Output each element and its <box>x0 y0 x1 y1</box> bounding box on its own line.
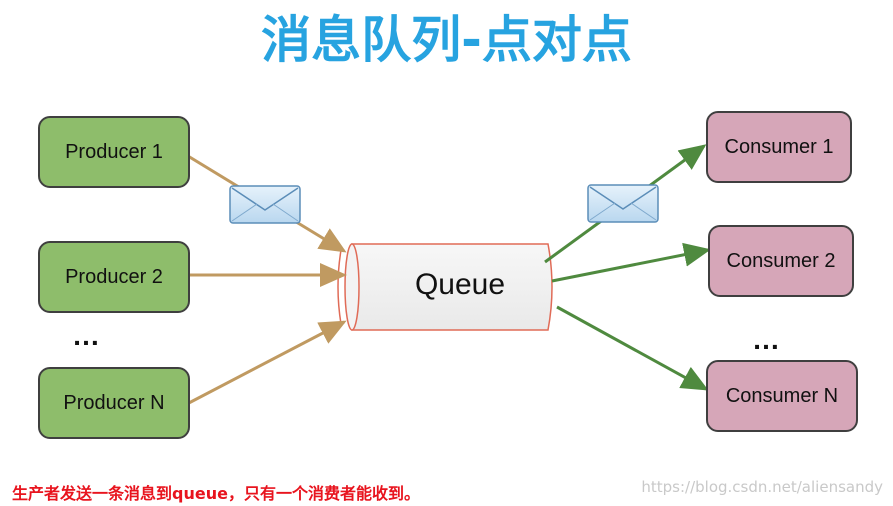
queue-label: Queue <box>414 268 506 301</box>
queue-cylinder <box>337 243 553 331</box>
consumer-2-node: Consumer 2 <box>708 225 854 297</box>
producer-2-node: Producer 2 <box>38 241 190 313</box>
consumer-n-node: Consumer N <box>706 360 858 432</box>
consumer-1-node: Consumer 1 <box>706 111 852 183</box>
producer-n-arrow <box>184 320 347 407</box>
watermark-text: https://blog.csdn.net/aliensandy <box>641 478 883 496</box>
consumer-ellipsis: … <box>752 324 788 355</box>
consumer-n-arrow <box>556 305 709 391</box>
producer-ellipsis: … <box>72 320 108 351</box>
producer-n-node: Producer N <box>38 367 190 439</box>
envelope-icon <box>229 185 301 224</box>
envelope-icon <box>587 184 659 223</box>
consumer-2-arrow <box>551 242 711 283</box>
producer-1-node: Producer 1 <box>38 116 190 188</box>
caption-text: 生产者发送一条消息到queue，只有一个消费者能收到。 <box>12 484 420 503</box>
diagram-title: 消息队列-点对点 <box>261 11 632 69</box>
